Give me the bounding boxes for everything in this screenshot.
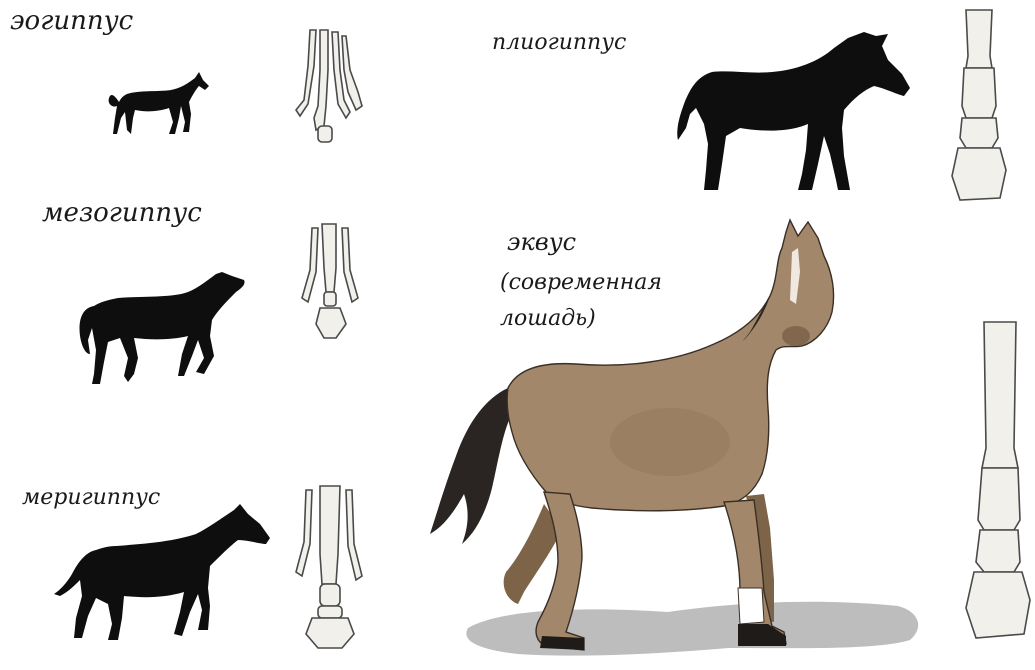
equus-horse-illustration xyxy=(424,212,864,668)
equus-cannon-bone xyxy=(982,322,1018,468)
eohippus-foot-bones xyxy=(288,26,368,146)
label-pliohippus: плиогиппус xyxy=(492,30,626,55)
equus-tail xyxy=(430,388,510,544)
mesohippus-foot-bones xyxy=(292,222,370,342)
label-eohippus: эогиппус xyxy=(10,6,133,36)
merychippus-foot-bones xyxy=(292,484,368,652)
pliohippus-foot-bones xyxy=(948,8,1010,208)
eohippus-silhouette xyxy=(105,62,215,144)
mesohippus-silhouette xyxy=(72,262,250,390)
equus-foot-bones xyxy=(962,318,1034,658)
label-mesohippus: мезогиппус xyxy=(42,198,202,228)
merychippus-silhouette xyxy=(52,500,274,650)
pliohippus-silhouette xyxy=(668,24,918,196)
